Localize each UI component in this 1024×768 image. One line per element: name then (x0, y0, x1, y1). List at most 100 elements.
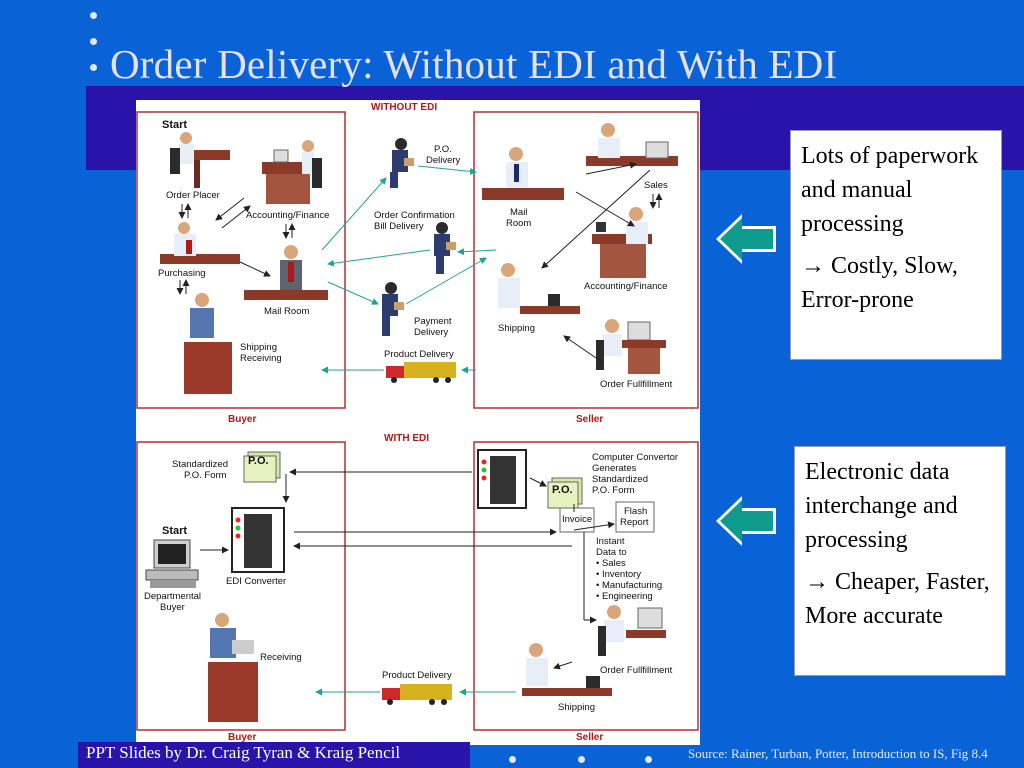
invoice-icon: Invoice (559, 507, 595, 533)
buyer-box-bottom (136, 441, 346, 731)
arrow (239, 261, 271, 277)
shipping-receiving-buyer-figure (184, 293, 232, 394)
footer-source: Source: Rainer, Turban, Potter, Introduc… (688, 746, 988, 761)
edi-converter-icon (231, 507, 285, 573)
buyer-label-bottom: Buyer (228, 732, 256, 743)
left-arrow-icon (716, 214, 776, 264)
standardized-po-label-1: Standardized (172, 459, 228, 470)
bullet-inventory: • Inventory (596, 569, 641, 580)
arrow (327, 249, 431, 267)
order-fulfillment-edi-label: Order Fullfillment (600, 665, 673, 676)
bullet-sales: • Sales (596, 558, 626, 569)
arrow (553, 661, 573, 670)
note-with-edi-line2: → Cheaper, Faster, More accurate (805, 569, 990, 629)
converter-label-1: Computer Convertor (592, 452, 678, 463)
edi-converter-label: EDI Converter (226, 576, 286, 587)
note-without-edi-line2: → Costly, Slow, Error-prone (801, 253, 958, 313)
arrow (215, 197, 245, 221)
arrow (321, 177, 387, 251)
payment-delivery-label-2: Delivery (414, 327, 449, 338)
shipping-receiving-label-2: Receiving (240, 353, 282, 364)
flash-report-icon: Flash Report (615, 501, 655, 533)
seller-box-bottom (473, 441, 699, 731)
shipping-receiving-label-1: Shipping (240, 342, 277, 353)
shipping-seller-figure (498, 263, 580, 314)
accounting-buyer-figure (262, 140, 322, 204)
mail-room-buyer-label: Mail Room (264, 306, 309, 317)
start-label: Start (162, 119, 187, 131)
po-form-seller-text: P.O. (552, 484, 573, 496)
arrow (417, 165, 477, 175)
order-placer-label: Order Placer (166, 190, 220, 201)
arrow (585, 161, 637, 175)
flash-report-text-1: Flash (624, 506, 647, 517)
department-computer-icon (145, 539, 199, 588)
standardized-po-label-2: P.O. Form (184, 470, 227, 481)
bullet-dot (90, 12, 97, 19)
computer-converter-icon (477, 449, 527, 509)
bullet-dot (645, 756, 652, 763)
order-confirmation-courier-figure (434, 222, 456, 274)
note-without-edi: Lots of paperwork and manual processing … (790, 130, 1002, 360)
mail-room-seller-label-2: Room (506, 218, 531, 229)
seller-label-top: Seller (576, 414, 603, 425)
order-fulfillment-edi-figure (598, 605, 666, 656)
bullet-engineering: • Engineering (596, 591, 653, 602)
instant-label-2: Data to (596, 547, 627, 558)
converter-label-2: Generates (592, 463, 637, 474)
accounting-seller-label: Accounting/Finance (584, 281, 667, 292)
arrow (563, 335, 603, 363)
arrow (327, 281, 379, 305)
edi-diagram: WITHOUT EDI Start Order Placer Accountin… (136, 100, 700, 745)
converter-label-4: P.O. Form (592, 485, 635, 496)
shipping-seller-label: Shipping (498, 323, 535, 334)
po-delivery-label-1: P.O. (434, 144, 452, 155)
receiving-figure (208, 613, 258, 722)
arrow (457, 248, 497, 256)
slide-title: Order Delivery: Without EDI and With EDI (110, 41, 838, 87)
note-with-edi: Electronic data interchange and processi… (794, 446, 1006, 676)
order-placer-figure (170, 132, 230, 188)
mail-room-seller-label-1: Mail (510, 207, 527, 218)
order-confirmation-label-2: Bill Delivery (374, 221, 424, 232)
bullet-dot (578, 756, 585, 763)
po-courier-figure (390, 138, 414, 188)
product-delivery-label-top: Product Delivery (384, 349, 454, 360)
arrow (573, 521, 615, 531)
invoice-text: Invoice (562, 514, 592, 525)
flash-report-text-2: Report (620, 517, 649, 528)
note-without-edi-line1: Lots of paperwork and manual processing (801, 143, 979, 237)
delivery-truck-top-icon (386, 362, 456, 383)
arrow (541, 169, 651, 269)
without-edi-header: WITHOUT EDI (371, 102, 437, 113)
left-arrow-icon (716, 496, 776, 546)
with-edi-header: WITH EDI (384, 433, 429, 444)
dept-buyer-label-2: Buyer (160, 602, 185, 613)
shipping-edi-label: Shipping (558, 702, 595, 713)
sales-figure (586, 123, 678, 166)
bullet-dot (90, 64, 97, 71)
order-fulfillment-figure (596, 319, 666, 374)
payment-delivery-label-1: Payment (414, 316, 452, 327)
mail-room-buyer-figure (244, 245, 328, 300)
dept-buyer-label-1: Departmental (144, 591, 201, 602)
seller-label-bottom: Seller (576, 732, 603, 743)
po-delivery-label-2: Delivery (426, 155, 461, 166)
arrow (221, 205, 251, 229)
order-confirmation-label-1: Order Confirmation (374, 210, 455, 221)
arrow (405, 257, 487, 305)
seller-box-top (473, 111, 699, 409)
converter-label-3: Standardized (592, 474, 648, 485)
receiving-label: Receiving (260, 652, 302, 663)
arrow (575, 191, 635, 227)
bullet-dot (90, 38, 97, 45)
arrow (529, 477, 547, 487)
payment-courier-figure (382, 282, 404, 336)
po-form-text: P.O. (248, 455, 269, 467)
delivery-truck-bottom-icon (382, 684, 452, 705)
buyer-label-top: Buyer (228, 414, 256, 425)
bullet-dot (509, 756, 516, 763)
order-fulfillment-label: Order Fullfillment (600, 379, 673, 390)
accounting-buyer-label: Accounting/Finance (246, 210, 329, 221)
note-with-edi-line1: Electronic data interchange and processi… (805, 459, 958, 553)
